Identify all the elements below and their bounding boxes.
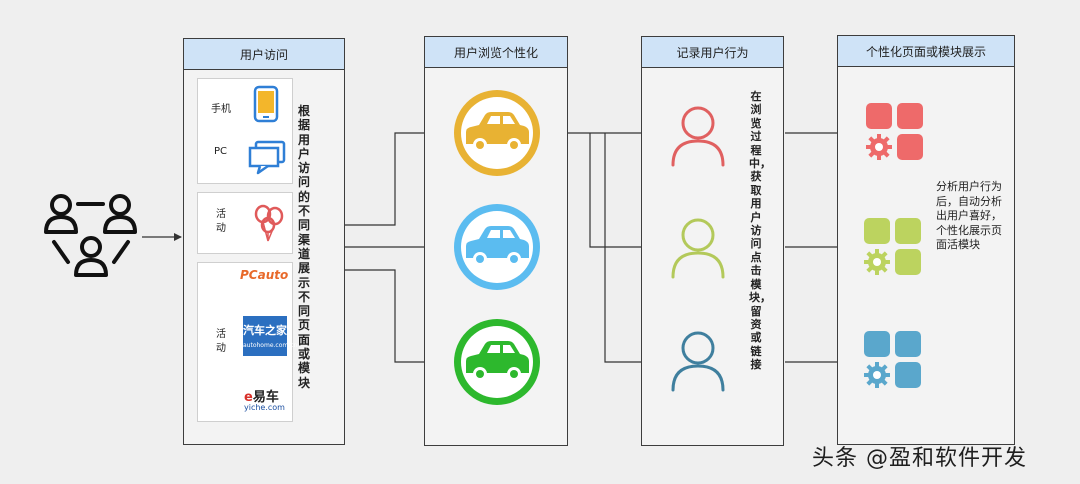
activity-label-1: 活动 — [216, 209, 226, 234]
car-icon-orange — [454, 90, 540, 176]
panel-user-access-title: 用户访问 — [184, 39, 344, 70]
module-grid-icon-red — [866, 103, 923, 160]
pcauto-logo: PCauto — [240, 268, 289, 282]
panel-browse-title: 用户浏览个性化 — [425, 37, 567, 68]
arrow-car-to-person-green — [589, 133, 666, 251]
display-note: 分析用户行为后，自动分析出用户喜好，个性化展示页面活模块 — [936, 180, 1002, 251]
panel-record-title: 记录用户行为 — [642, 37, 783, 68]
yiche-name: 易车 — [252, 390, 279, 405]
person-icon-red — [671, 106, 725, 167]
balloon-icon — [254, 204, 284, 242]
person-icon-green — [671, 218, 725, 279]
car-icon-blue — [454, 204, 540, 290]
autohome-logo: 汽车之家 autohome.com.cn — [243, 316, 298, 356]
chat-monitor-icon — [248, 140, 286, 175]
autohome-name: 汽车之家 — [243, 324, 287, 337]
user-group-icon — [44, 194, 137, 277]
panel-display-title: 个性化页面或模块展示 — [838, 36, 1014, 67]
module-grid-icon-blue — [864, 331, 921, 388]
watermark: 头条 @盈和软件开发 — [812, 446, 1027, 471]
pc-label: PC — [214, 146, 228, 157]
yiche-url: yiche.com — [244, 403, 285, 412]
arrow-access-to-car-orange — [345, 129, 441, 226]
autohome-url: autohome.com.cn — [243, 342, 298, 349]
panel-display: 个性化页面或模块展示 — [837, 35, 1015, 445]
car-icon-green — [454, 319, 540, 405]
person-icon-teal — [671, 331, 725, 392]
activity-label-2: 活动 — [216, 329, 226, 354]
mobile-label: 手机 — [211, 104, 231, 115]
module-grid-icon-green — [864, 218, 921, 275]
yiche-mark-icon: e — [244, 390, 253, 405]
channels-note: 根据用户访问的不同渠道展示不同页面或模块 — [297, 104, 310, 390]
tablet-icon — [253, 85, 279, 123]
arrow-access-to-car-green — [345, 269, 441, 366]
yiche-logo: e易车 — [244, 386, 279, 405]
record-note: 在浏览过程中，获取用户访问点击模块，留资或链接 — [749, 90, 771, 372]
